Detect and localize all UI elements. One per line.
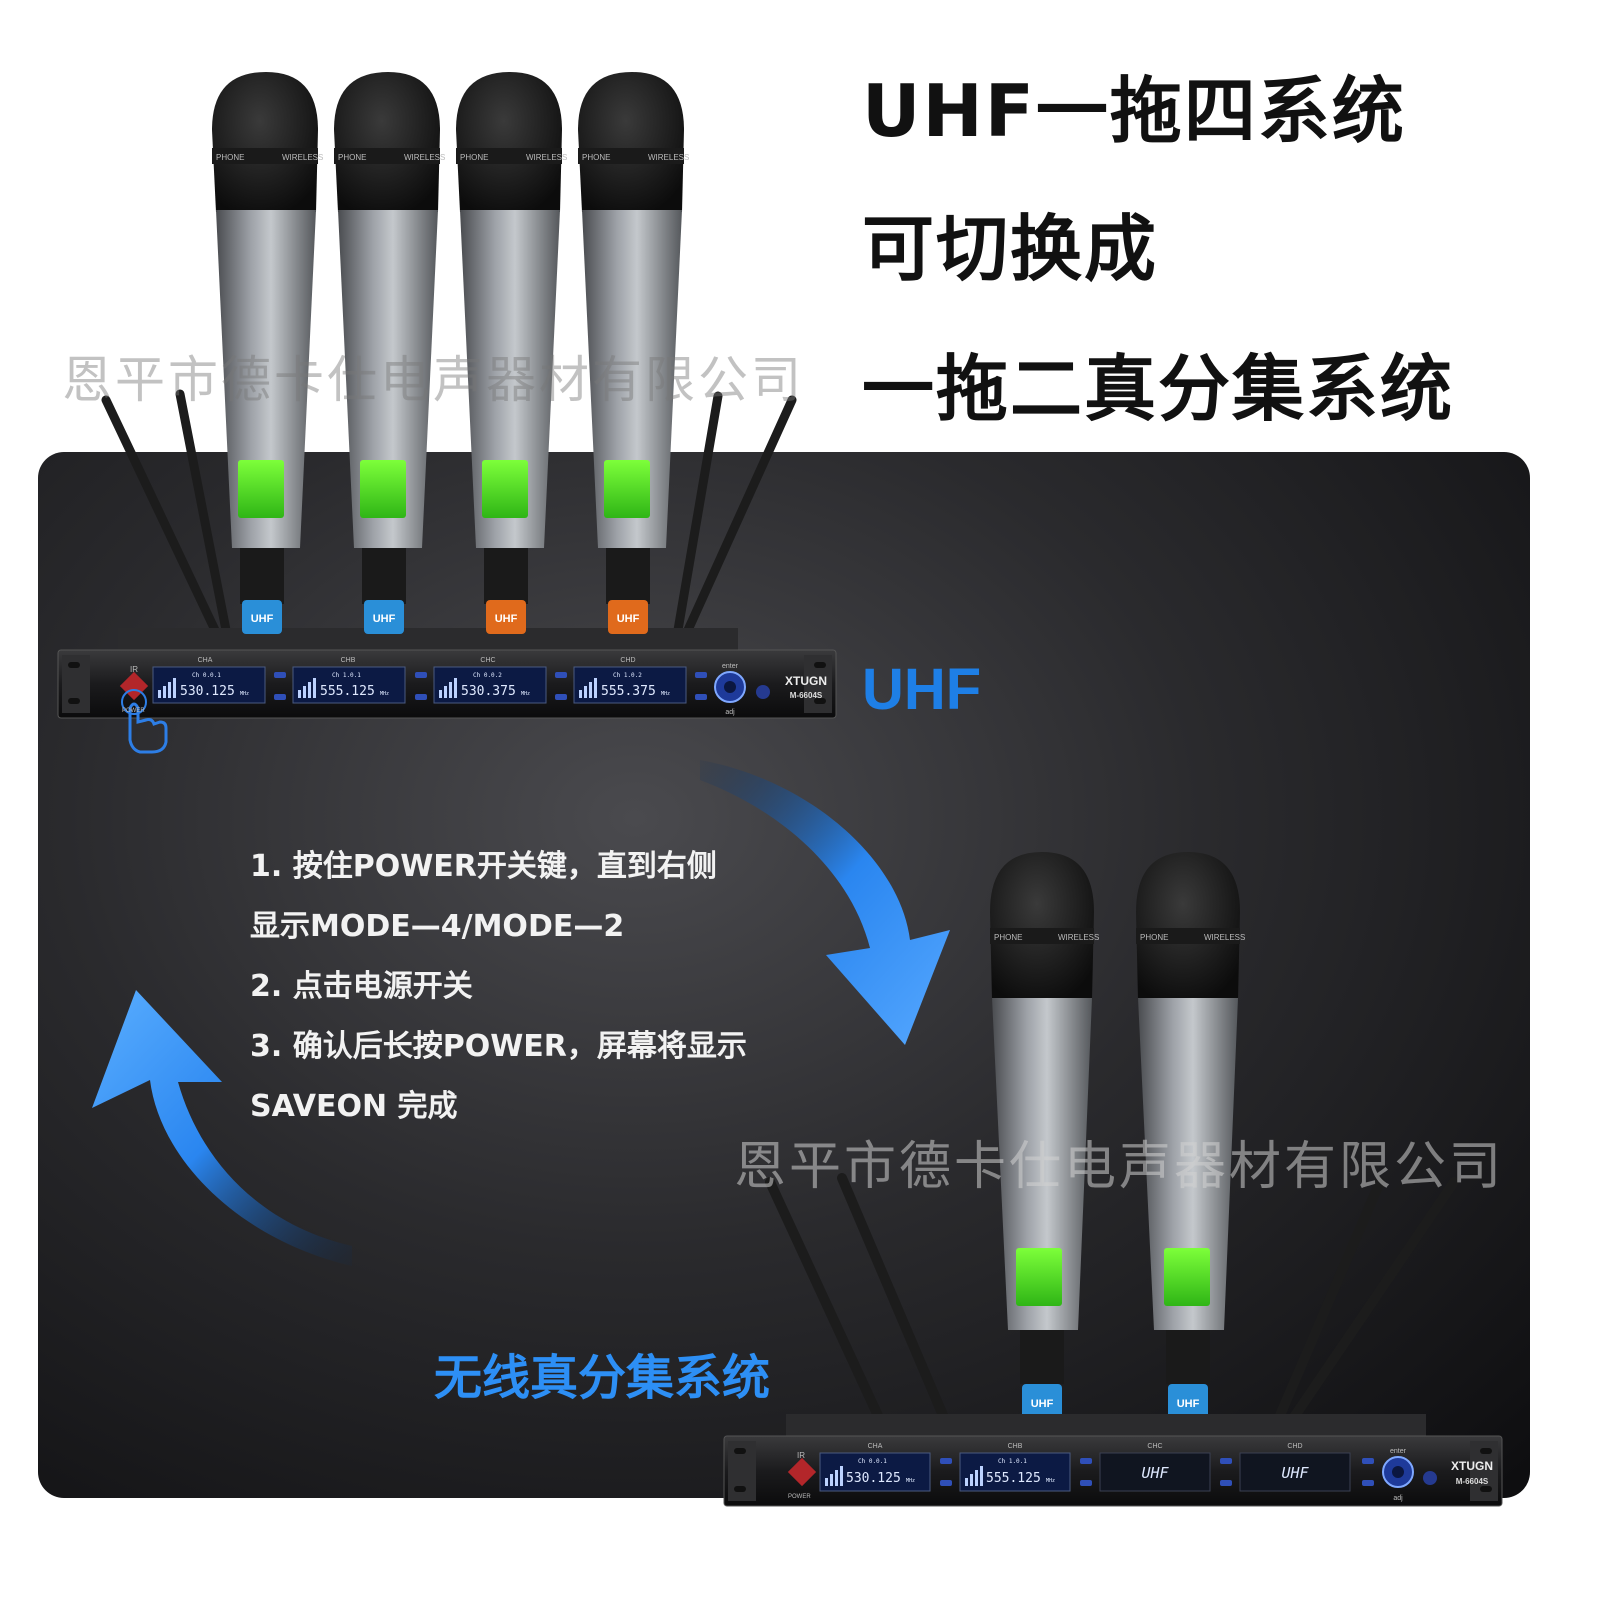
micb1-grille-left: PHONE: [994, 933, 1022, 942]
uhf-label: UHF: [862, 657, 982, 722]
b-channel-label-a: CHA: [868, 1443, 883, 1450]
micb1-grille-right: WIRELESS: [1058, 933, 1099, 942]
mic4-tag-text: UHF: [617, 613, 640, 625]
mic4-grille-right: WIRELESS: [648, 153, 689, 162]
b-idle-d: UHF: [1281, 1464, 1309, 1482]
channel-num-a: Ch 0.0.1: [192, 672, 221, 679]
microphone-2: [334, 72, 440, 634]
watermark-bottom: 恩平市德卡仕电声器材有限公司: [734, 1137, 1505, 1197]
instruction-line-4: 3. 确认后长按POWER，屏幕将显示: [250, 1029, 747, 1064]
channel-label-a: CHA: [198, 657, 213, 664]
mic3-grille-left: PHONE: [460, 153, 488, 162]
freq-unit-c: MHz: [521, 691, 530, 697]
mic1-grille-right: WIRELESS: [282, 153, 323, 162]
microphone-4: [578, 72, 684, 634]
channel-num-d: Ch 1.0.2: [613, 672, 642, 679]
b-brand-logo: XTUGN: [1451, 1459, 1493, 1473]
b-channel-num-b: Ch 1.0.1: [998, 1458, 1027, 1465]
arrow-up-icon: [92, 990, 352, 1266]
receiver-4ch: [57, 628, 837, 754]
b-adj-label: adj: [1393, 1495, 1403, 1502]
mic-tag-3: [486, 600, 526, 634]
b-freq-a: 530.125: [846, 1471, 901, 1486]
mic-tag-2: [364, 600, 404, 634]
micb2-grille-right: WIRELESS: [1204, 933, 1245, 942]
b-enter-label: enter: [1390, 1448, 1407, 1455]
mic4-grille-left: PHONE: [582, 153, 610, 162]
ir-label: IR: [130, 665, 138, 674]
b-idle-c: UHF: [1141, 1464, 1169, 1482]
power-label: POWER: [122, 708, 145, 714]
microphone-1: [212, 72, 318, 634]
b-model-number: M-6604S: [1456, 1477, 1489, 1486]
mic3-grille-right: WIRELESS: [526, 153, 567, 162]
freq-d: 555.375: [601, 684, 656, 699]
receiver-2ch: [723, 1414, 1503, 1507]
freq-b: 555.125: [320, 684, 375, 699]
instruction-steps: 1. 按住POWER开关键，直到右侧 显示MODE—4/MODE—2 2. 点击…: [250, 842, 747, 1142]
hand-pointer-icon: [121, 689, 168, 754]
b-channel-label-d: CHD: [1287, 1443, 1302, 1450]
diversity-system-label: 无线真分集系统: [434, 1350, 771, 1406]
b-channel-num-a: Ch 0.0.1: [858, 1458, 887, 1465]
antennas-bottom: [765, 1173, 1459, 1425]
headline-line-2: 可切换成: [862, 207, 1159, 291]
micb2-grille-left: PHONE: [1140, 933, 1168, 942]
mic3-tag-text: UHF: [495, 613, 518, 625]
instruction-line-1: 1. 按住POWER开关键，直到右侧: [250, 849, 717, 884]
mic-tag-4: [608, 600, 648, 634]
instruction-line-5: SAVEON 完成: [250, 1089, 458, 1124]
watermark-top: 恩平市德卡仕电声器材有限公司: [62, 351, 804, 409]
micb2-tag-text: UHF: [1177, 1398, 1200, 1410]
b-freq-unit-a: MHz: [906, 1478, 915, 1484]
microphone-b1: [990, 852, 1094, 1420]
b-power-label: POWER: [788, 1494, 811, 1500]
freq-a: 530.125: [180, 684, 235, 699]
mic2-grille-left: PHONE: [338, 153, 366, 162]
b-channel-label-b: CHB: [1008, 1443, 1023, 1450]
microphones-bottom: [990, 852, 1240, 1420]
microphones-top: [212, 72, 684, 634]
model-number: M-6604S: [790, 691, 823, 700]
mic1-tag-text: UHF: [251, 613, 274, 625]
b-freq-unit-b: MHz: [1046, 1478, 1055, 1484]
b-channel-label-c: CHC: [1147, 1443, 1162, 1450]
microphone-b2: [1136, 852, 1240, 1420]
dark-background-panel: [38, 452, 1530, 1498]
freq-unit-b: MHz: [380, 691, 389, 697]
adj-label: adj: [725, 709, 735, 716]
channel-label-c: CHC: [480, 657, 495, 664]
microphone-3: [456, 72, 562, 634]
headline-line-3: 一拖二真分集系统: [862, 347, 1455, 431]
channel-label-d: CHD: [620, 657, 635, 664]
freq-c: 530.375: [461, 684, 516, 699]
mic2-tag-text: UHF: [373, 613, 396, 625]
antennas-top: [101, 389, 797, 635]
instruction-line-2: 显示MODE—4/MODE—2: [250, 909, 625, 944]
headline-line-1: UHF一拖四系统: [862, 69, 1406, 153]
freq-unit-d: MHz: [661, 691, 670, 697]
freq-unit-a: MHz: [240, 691, 249, 697]
enter-label: enter: [722, 663, 739, 670]
b-ir-label: IR: [797, 1451, 805, 1460]
mic1-grille-left: PHONE: [216, 153, 244, 162]
channel-num-b: Ch 1.0.1: [332, 672, 361, 679]
arrow-down-icon: [700, 760, 950, 1045]
mic2-grille-right: WIRELESS: [404, 153, 445, 162]
micb1-tag-text: UHF: [1031, 1398, 1054, 1410]
instruction-line-3: 2. 点击电源开关: [250, 969, 473, 1004]
channel-num-c: Ch 0.0.2: [473, 672, 502, 679]
mic-tag-1: [242, 600, 282, 634]
b-freq-b: 555.125: [986, 1471, 1041, 1486]
brand-logo: XTUGN: [785, 674, 827, 688]
channel-label-b: CHB: [341, 657, 356, 664]
